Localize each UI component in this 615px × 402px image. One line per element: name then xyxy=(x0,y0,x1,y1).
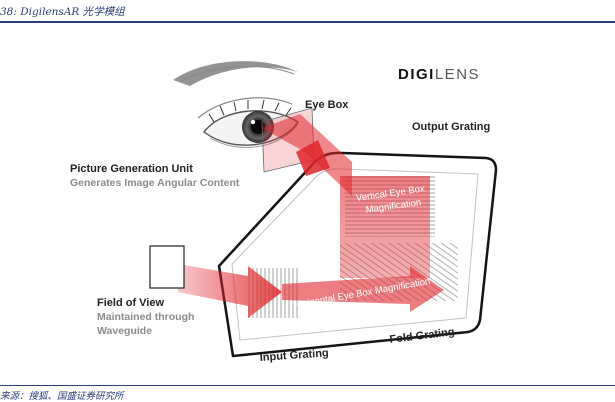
input-grating-label: Input Grating xyxy=(259,347,329,364)
beam-input xyxy=(178,264,282,318)
source-note: 来源：搜狐、国盛证券研究所 xyxy=(0,391,124,402)
eye-illustration xyxy=(173,61,299,148)
source-divider xyxy=(0,385,615,386)
svg-text:DIGILENS: DIGILENS xyxy=(398,66,480,83)
beam-vertical-expansion xyxy=(340,176,430,278)
caption-divider xyxy=(0,21,615,23)
pgu-subtitle: Generates Image Angular Content xyxy=(70,177,240,189)
eye-box-label: Eye Box xyxy=(305,99,349,111)
fov-subtitle-1: Maintained through xyxy=(97,311,194,323)
figure-caption: 38: DigilensAR 光学模组 xyxy=(0,6,125,18)
fov-title: Field of View xyxy=(97,297,164,309)
logo-bold-text: DIGI xyxy=(398,66,435,83)
logo-light-text: LENS xyxy=(435,66,480,83)
pgu-title: Picture Generation Unit xyxy=(70,163,193,175)
digilens-logo: DIGILENS xyxy=(398,66,480,83)
field-of-view-box xyxy=(149,245,185,289)
light-path xyxy=(178,114,444,318)
beam-to-eye xyxy=(262,114,352,196)
fov-subtitle-2: Waveguide xyxy=(97,325,152,337)
output-grating-label: Output Grating xyxy=(412,121,490,133)
beam-horizontal-expansion xyxy=(282,266,444,312)
